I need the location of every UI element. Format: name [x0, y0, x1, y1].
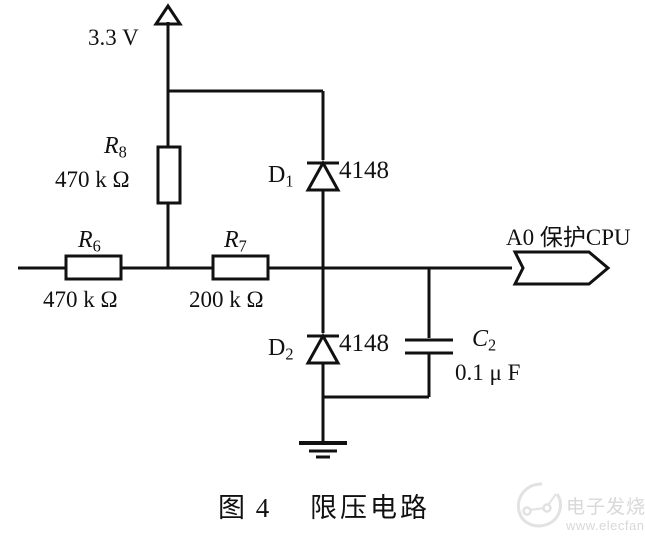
resistor-r8-body [156, 145, 182, 205]
supply-arrow-icon [153, 3, 183, 26]
resistor-r8-ref: R8 [104, 133, 127, 162]
diode-d1-ref: D1 [268, 162, 294, 191]
diode-d2-part: 4148 [339, 330, 389, 357]
capacitor-c2-value: 0.1 μ F [455, 360, 521, 385]
resistor-r6-value: 470 k Ω [43, 287, 118, 312]
resistor-r6-body [64, 254, 123, 281]
output-port-label: A0 保护CPU [506, 225, 631, 250]
watermark-brand: 电子发烧友 [566, 497, 645, 518]
watermark-url: www.elecfans.com [566, 518, 645, 533]
supply-voltage-label: 3.3 V [88, 25, 139, 50]
capacitor-c2-ref: C2 [472, 326, 497, 355]
output-port-shape[interactable] [512, 250, 611, 286]
figure-caption-title: 限压电路 [310, 493, 430, 523]
watermark-logo-icon [516, 482, 562, 528]
resistor-r8-value: 470 k Ω [55, 167, 130, 192]
resistor-r7-ref: R7 [224, 227, 247, 256]
resistor-r7-body [211, 254, 270, 281]
diode-d2-ref: D2 [268, 335, 294, 364]
d1-anode-triangle [305, 159, 341, 192]
resistor-r7-value: 200 k Ω [189, 287, 264, 312]
diode-d1-part: 4148 [339, 157, 389, 184]
d2-anode-triangle [305, 332, 341, 365]
figure-caption-number: 图 4 [218, 493, 272, 523]
resistor-r6-ref: R6 [78, 227, 101, 256]
